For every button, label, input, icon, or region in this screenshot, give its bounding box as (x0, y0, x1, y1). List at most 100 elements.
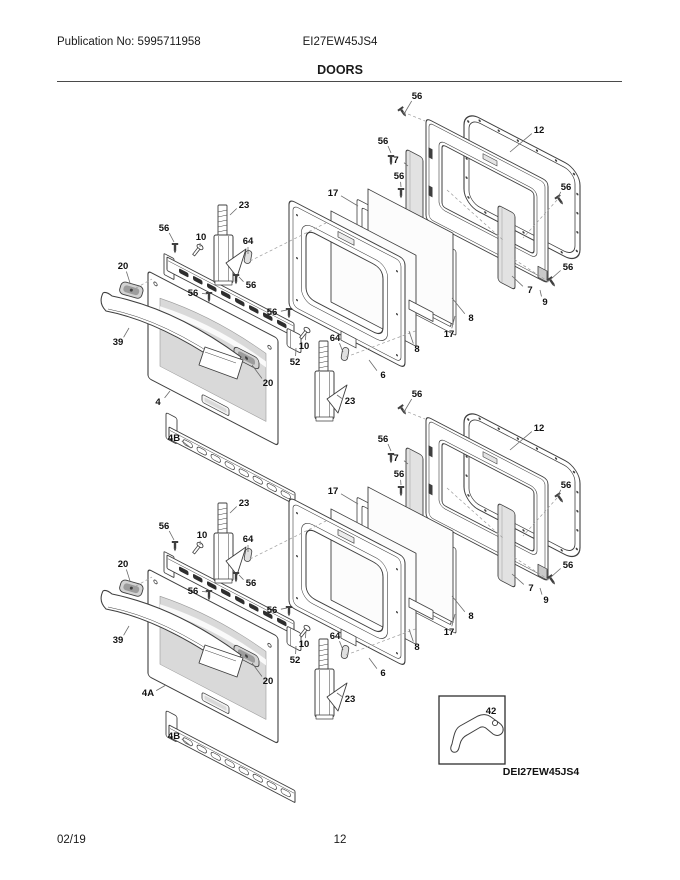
callout-leader (557, 191, 562, 199)
callout-leader (238, 276, 244, 282)
callout-leader (368, 657, 378, 669)
part-number-label: 4B (168, 731, 180, 742)
callout-leader (126, 271, 131, 284)
part-number-label: 20 (118, 261, 129, 272)
callout-leader (451, 297, 466, 314)
part-number-label: 4 (155, 397, 161, 408)
part-number-label: 56 (561, 182, 572, 193)
callout-leader (164, 390, 171, 399)
part-number-label: 10 (197, 530, 208, 541)
part-number-label: 56 (246, 578, 257, 589)
part-number-label: 7 (528, 583, 533, 594)
callout-leader (201, 591, 208, 593)
part-number-label: 52 (290, 357, 301, 368)
publication-number: Publication No: 5995711958 (57, 36, 201, 48)
part-number-label: 6 (380, 370, 385, 381)
part-number-label: 56 (378, 434, 389, 445)
callout-leader (181, 440, 192, 449)
callout-leader (557, 489, 562, 497)
callout-leader (387, 443, 392, 452)
callout-leader (251, 662, 263, 677)
part-number-label: 56 (412, 91, 423, 102)
callout-leader (340, 493, 359, 505)
callout-leader (509, 431, 533, 451)
callout-leader (550, 270, 561, 280)
part-number-label: 7 (393, 453, 398, 464)
part-number-label: 23 (239, 200, 250, 211)
part-number-label: 10 (299, 639, 310, 650)
callout-leader (509, 133, 533, 153)
inset-box: DEI27EW45JS4 (438, 695, 580, 778)
part-number-label: 23 (345, 396, 356, 407)
callout-leader (340, 195, 359, 207)
callout-leader (451, 613, 456, 627)
part-number-label: 52 (290, 655, 301, 666)
bracket-part (450, 714, 504, 753)
callout-leader (403, 100, 413, 115)
part-number-label: 17 (328, 486, 339, 497)
part-number-label: 56 (267, 605, 278, 616)
part-number-label: 56 (267, 307, 278, 318)
part-number-label: 4A (142, 688, 154, 699)
callout-leader (280, 607, 288, 610)
callout-leader (339, 641, 344, 651)
callout-leader (511, 275, 524, 287)
callout-leader (408, 330, 414, 344)
callout-leader (550, 568, 561, 578)
callout-leader (539, 289, 542, 297)
callout-leader (336, 394, 343, 399)
callout-leader (339, 343, 344, 353)
part-number-label: 23 (239, 498, 250, 509)
part-number-label: 56 (378, 136, 389, 147)
callout-leader (539, 587, 543, 595)
callout-leader (387, 145, 392, 154)
part-number-label: 56 (394, 171, 405, 182)
part-number-label: 56 (561, 480, 572, 491)
part-number-label: 56 (159, 223, 170, 234)
part-number-label: 17 (328, 188, 339, 199)
page-title: DOORS (317, 63, 363, 77)
callout-leader (123, 327, 130, 338)
callout-leader (403, 162, 409, 167)
callout-leader (451, 595, 466, 612)
part-number-label: 56 (188, 288, 199, 299)
callout-leader (229, 506, 237, 514)
callout-leader (336, 692, 343, 697)
footer-date: 02/19 (57, 834, 86, 846)
model-number: EI27EW45JS4 (302, 36, 378, 48)
part-number-label: 64 (330, 333, 341, 344)
part-number-label: 56 (159, 521, 170, 532)
lower-door-assembly (101, 404, 580, 803)
part-number-label: 8 (468, 611, 473, 622)
callout-leader (229, 208, 237, 216)
callout-leader (126, 569, 131, 582)
footer-page-number: 12 (333, 834, 347, 846)
part-number-label: 4B (168, 433, 180, 444)
part-number-label: 56 (188, 586, 199, 597)
part-number-label: 6 (380, 668, 385, 679)
part-number-label: 39 (113, 635, 124, 646)
part-number-label: 42 (486, 706, 497, 717)
part-number-label: 12 (534, 125, 545, 136)
callout-leader (403, 460, 409, 465)
callout-leader (168, 232, 175, 243)
callout-leader (280, 309, 288, 312)
callout-leader (305, 332, 307, 341)
callout-leader (238, 574, 244, 580)
part-number-label: 23 (345, 694, 356, 705)
part-number-label: 56 (563, 262, 574, 273)
part-number-label: 56 (394, 469, 405, 480)
callout-leader (305, 630, 307, 639)
part-number-label: 56 (246, 280, 257, 291)
callout-leader (156, 684, 167, 691)
part-number-label: 9 (542, 297, 547, 308)
part-number-label: 8 (414, 642, 419, 653)
inset-caption: DEI27EW45JS4 (503, 766, 580, 778)
callout-leader (451, 315, 456, 329)
part-number-label: 20 (263, 378, 274, 389)
part-number-label: 56 (412, 389, 423, 400)
part-number-label: 8 (468, 313, 473, 324)
